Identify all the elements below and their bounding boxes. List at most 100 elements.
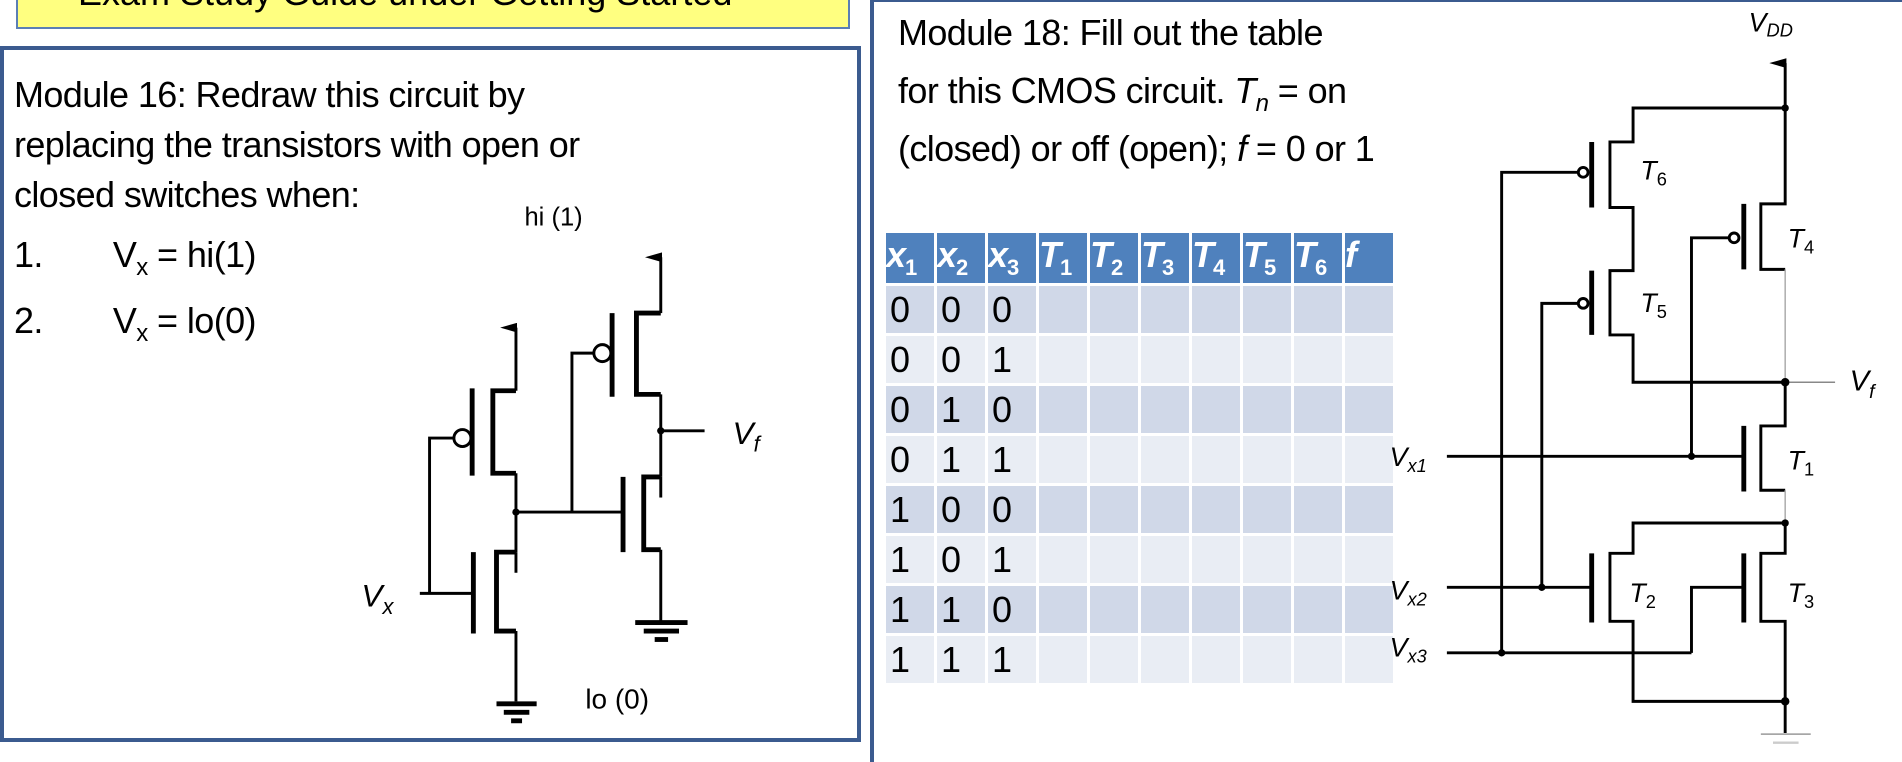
answer-cell[interactable] [1345,636,1393,683]
answer-cell[interactable] [1141,336,1189,383]
answer-cell[interactable] [1141,386,1189,433]
answer-cell[interactable] [1345,336,1393,383]
answer-cell[interactable] [1192,486,1240,533]
vf-label: Vf [1850,366,1877,403]
answer-cell[interactable] [1243,386,1291,433]
module18-line-1: Module 18: Fill out the table [898,12,1323,53]
table-header-cell: T4 [1192,233,1240,283]
answer-cell[interactable] [1192,536,1240,583]
table-header-cell: T3 [1141,233,1189,283]
ground-icon [1760,733,1811,744]
module18-line-2: for this CMOS circuit. Tn = on [898,70,1347,118]
answer-cell[interactable] [1294,386,1342,433]
answer-cell[interactable] [1039,336,1087,383]
answer-cell[interactable] [1192,586,1240,633]
input-cell: 0 [937,536,985,583]
input-cell: 1 [937,586,985,633]
vf-label: Vf [733,415,762,456]
answer-cell[interactable] [1141,536,1189,583]
input-cell: 1 [988,336,1036,383]
answer-cell[interactable] [1039,536,1087,583]
answer-cell[interactable] [1345,386,1393,433]
module18-line-3: (closed) or off (open); f = 0 or 1 [898,128,1375,169]
answer-cell[interactable] [1141,286,1189,333]
answer-cell[interactable] [1345,536,1393,583]
input-cell: 1 [937,386,985,433]
vx2-label: Vx2 [1390,575,1427,609]
answer-cell[interactable] [1192,436,1240,483]
input-cell: 1 [886,586,934,633]
answer-cell[interactable] [1090,386,1138,433]
answer-cell[interactable] [1294,586,1342,633]
input-cell: 1 [886,486,934,533]
answer-cell[interactable] [1294,436,1342,483]
table-header-cell: f [1345,233,1393,283]
answer-cell[interactable] [1090,336,1138,383]
answer-cell[interactable] [1345,286,1393,333]
pmos-2 [570,252,663,513]
input-cell: 0 [937,486,985,533]
answer-cell[interactable] [1192,336,1240,383]
answer-cell[interactable] [1243,636,1291,683]
answer-cell[interactable] [1039,386,1087,433]
answer-cell[interactable] [1090,436,1138,483]
input-cell: 1 [937,636,985,683]
table-header-cell: x3 [988,233,1036,283]
answer-cell[interactable] [1090,536,1138,583]
answer-cell[interactable] [1192,386,1240,433]
input-cell: 1 [988,436,1036,483]
answer-cell[interactable] [1090,486,1138,533]
inverter-buffer-circuit: hi (1) lo (0) Vx Vf [361,204,762,724]
answer-cell[interactable] [1243,536,1291,583]
vx-label: Vx [361,578,394,619]
answer-cell[interactable] [1141,636,1189,683]
answer-cell[interactable] [1294,486,1342,533]
input-cell: 0 [886,336,934,383]
answer-cell[interactable] [1243,486,1291,533]
answer-cell[interactable] [1345,586,1393,633]
t6-label: T6 [1640,156,1667,190]
answer-cell[interactable] [1039,636,1087,683]
answer-cell[interactable] [1294,536,1342,583]
banner-text: Exam Study Guide under Getting Started [78,0,732,14]
answer-cell[interactable] [1039,486,1087,533]
banner: Exam Study Guide under Getting Started [16,0,850,29]
answer-cell[interactable] [1090,286,1138,333]
answer-cell[interactable] [1090,586,1138,633]
answer-cell[interactable] [1243,586,1291,633]
answer-cell[interactable] [1243,286,1291,333]
answer-cell[interactable] [1039,436,1087,483]
answer-cell[interactable] [1243,436,1291,483]
answer-cell[interactable] [1243,336,1291,383]
answer-cell[interactable] [1345,486,1393,533]
answer-cell[interactable] [1192,286,1240,333]
answer-cell[interactable] [1141,436,1189,483]
answer-cell[interactable] [1039,286,1087,333]
input-cell: 0 [886,286,934,333]
answer-cell[interactable] [1090,636,1138,683]
input-cell: 0 [937,286,985,333]
answer-cell[interactable] [1345,436,1393,483]
table-header-cell: x2 [937,233,985,283]
answer-cell[interactable] [1294,286,1342,333]
module16-line-1: Module 16: Redraw this circuit by [14,74,525,115]
answer-cell[interactable] [1141,586,1189,633]
input-cell: 1 [937,436,985,483]
answer-cell[interactable] [1039,586,1087,633]
answer-cell[interactable] [1141,486,1189,533]
input-cell: 0 [988,286,1036,333]
answer-cell[interactable] [1294,336,1342,383]
answer-cell[interactable] [1294,636,1342,683]
answer-cell[interactable] [1192,636,1240,683]
module16-panel [0,46,861,742]
module16-item-1: 1.Vx = hi(1) [14,234,257,282]
